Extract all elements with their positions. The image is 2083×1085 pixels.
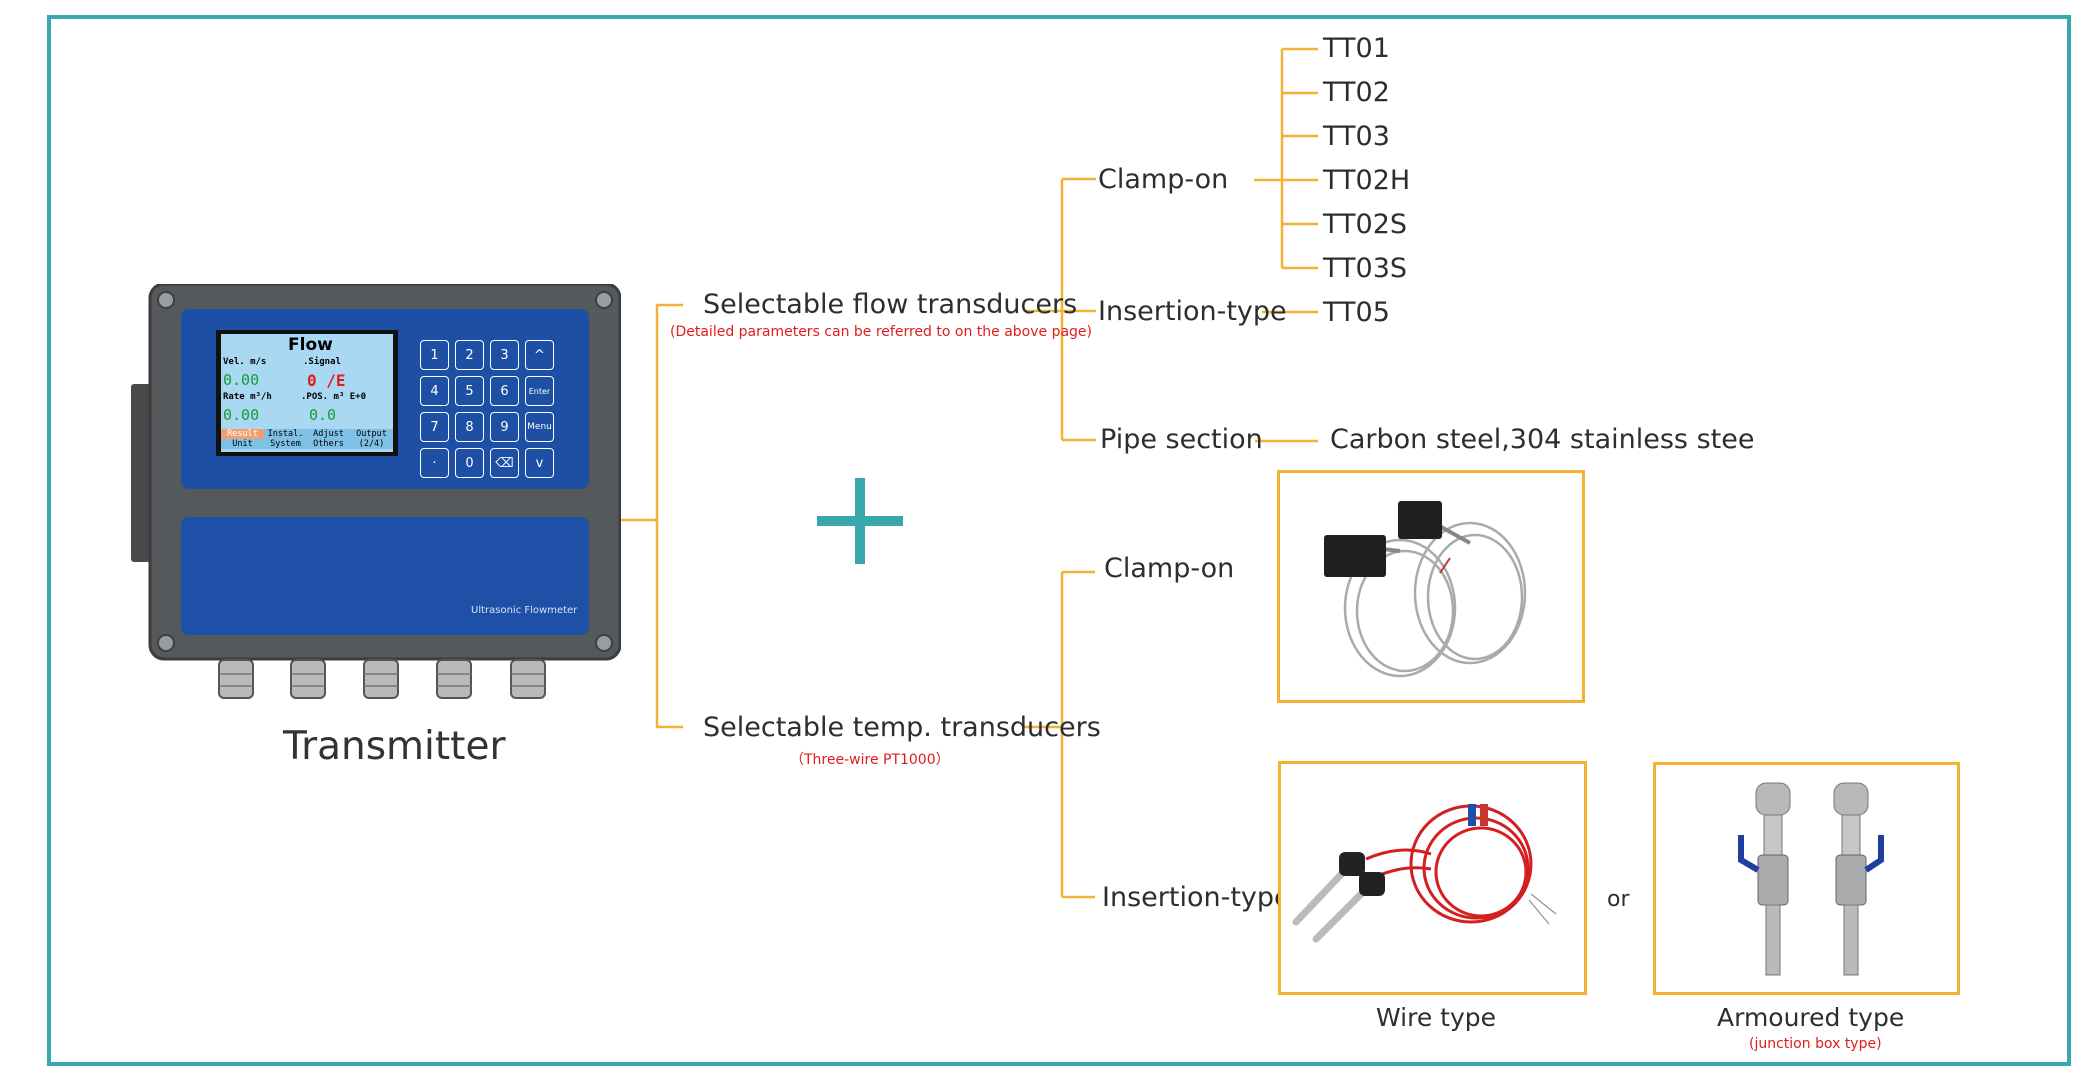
clamp-model-tt01: TT01 <box>1323 33 1390 64</box>
temp-transducers-label: Selectable temp. transducers <box>703 712 1101 743</box>
panel-label: Ultrasonic Flowmeter <box>471 605 578 616</box>
key: Enter <box>525 376 554 406</box>
screen-val2-right: 0.0 <box>309 406 337 424</box>
key: 7 <box>420 412 449 442</box>
diagram-frame <box>47 15 2071 1066</box>
screen-menu-item: Others <box>307 439 350 449</box>
key: Menu <box>525 412 554 442</box>
or-label: or <box>1607 887 1630 912</box>
key: 1 <box>420 340 449 370</box>
clamp-model-tt02: TT02 <box>1323 77 1390 108</box>
screen-row1-left: Vel. m/s <box>223 357 267 367</box>
key: 9 <box>490 412 519 442</box>
wire-sensor-illustration <box>1292 804 1557 943</box>
screen-menu-item: Result <box>221 429 264 439</box>
screen-menu-item: Output <box>350 429 393 439</box>
armoured-type-image <box>1653 762 1960 995</box>
clamp-on-temp-image <box>1277 470 1585 703</box>
screen-menu-item: (2/4) <box>350 439 393 449</box>
armoured-type-note: (junction box type) <box>1749 1036 1882 1052</box>
key: ⌫ <box>490 448 519 478</box>
clamp-model-tt02s: TT02S <box>1323 209 1408 240</box>
pipe-material: Carbon steel,304 stainless stee <box>1330 424 1755 455</box>
temp-clamp-on-label: Clamp-on <box>1104 553 1235 584</box>
key: 5 <box>455 376 484 406</box>
key: v <box>525 448 554 478</box>
screen-row2-right: .POS. m³ E+0 <box>301 392 367 402</box>
flow-transducers-note: (Detailed parameters can be referred to … <box>670 324 1092 340</box>
key: 0 <box>455 448 484 478</box>
plus-icon <box>817 478 903 564</box>
wire-type-image <box>1278 761 1587 995</box>
key: 4 <box>420 376 449 406</box>
screen-row2-left: Rate m³/h <box>223 392 272 402</box>
wire-type-caption: Wire type <box>1376 1003 1497 1032</box>
keypad: 1 2 3 ^ 4 5 6 Enter 7 8 9 Menu · 0 ⌫ v <box>420 340 568 478</box>
screen-title: Flow <box>288 335 333 355</box>
armoured-type-caption: Armoured type <box>1717 1003 1905 1032</box>
screen-val1-left: 0.00 <box>223 371 260 389</box>
key: · <box>420 448 449 478</box>
screen-menu-item: System <box>264 439 307 449</box>
flow-clamp-on-label: Clamp-on <box>1098 164 1229 195</box>
transmitter-device <box>131 284 621 699</box>
transmitter-caption: Transmitter <box>283 724 506 769</box>
armoured-sensor-illustration <box>1738 782 1884 976</box>
screen-val1-right: 0 /E <box>307 371 346 390</box>
key: 6 <box>490 376 519 406</box>
temp-transducers-note: （Three-wire PT1000） <box>790 752 950 768</box>
flow-insertion-label: Insertion-type <box>1098 296 1287 327</box>
key: 2 <box>455 340 484 370</box>
screen-menu: Result Instal. Adjust Output Unit System… <box>221 429 393 449</box>
screen-row1-right: .Signal <box>303 357 341 367</box>
key: 3 <box>490 340 519 370</box>
clamp-model-tt02h: TT02H <box>1323 165 1411 196</box>
clamp-sensor-illustration <box>1324 501 1527 678</box>
screen-menu-item: Instal. <box>264 429 307 439</box>
screen-menu-item: Adjust <box>307 429 350 439</box>
key: ^ <box>525 340 554 370</box>
insertion-model-tt05: TT05 <box>1323 297 1390 328</box>
pipe-section-label: Pipe section <box>1100 424 1263 455</box>
flow-transducers-label: Selectable flow transducers <box>703 289 1078 320</box>
temp-insertion-label: Insertion-type <box>1102 882 1291 913</box>
clamp-model-tt03: TT03 <box>1323 121 1390 152</box>
clamp-model-tt03s: TT03S <box>1323 253 1408 284</box>
screen-menu-item: Unit <box>221 439 264 449</box>
key: 8 <box>455 412 484 442</box>
screen-val2-left: 0.00 <box>223 406 260 424</box>
